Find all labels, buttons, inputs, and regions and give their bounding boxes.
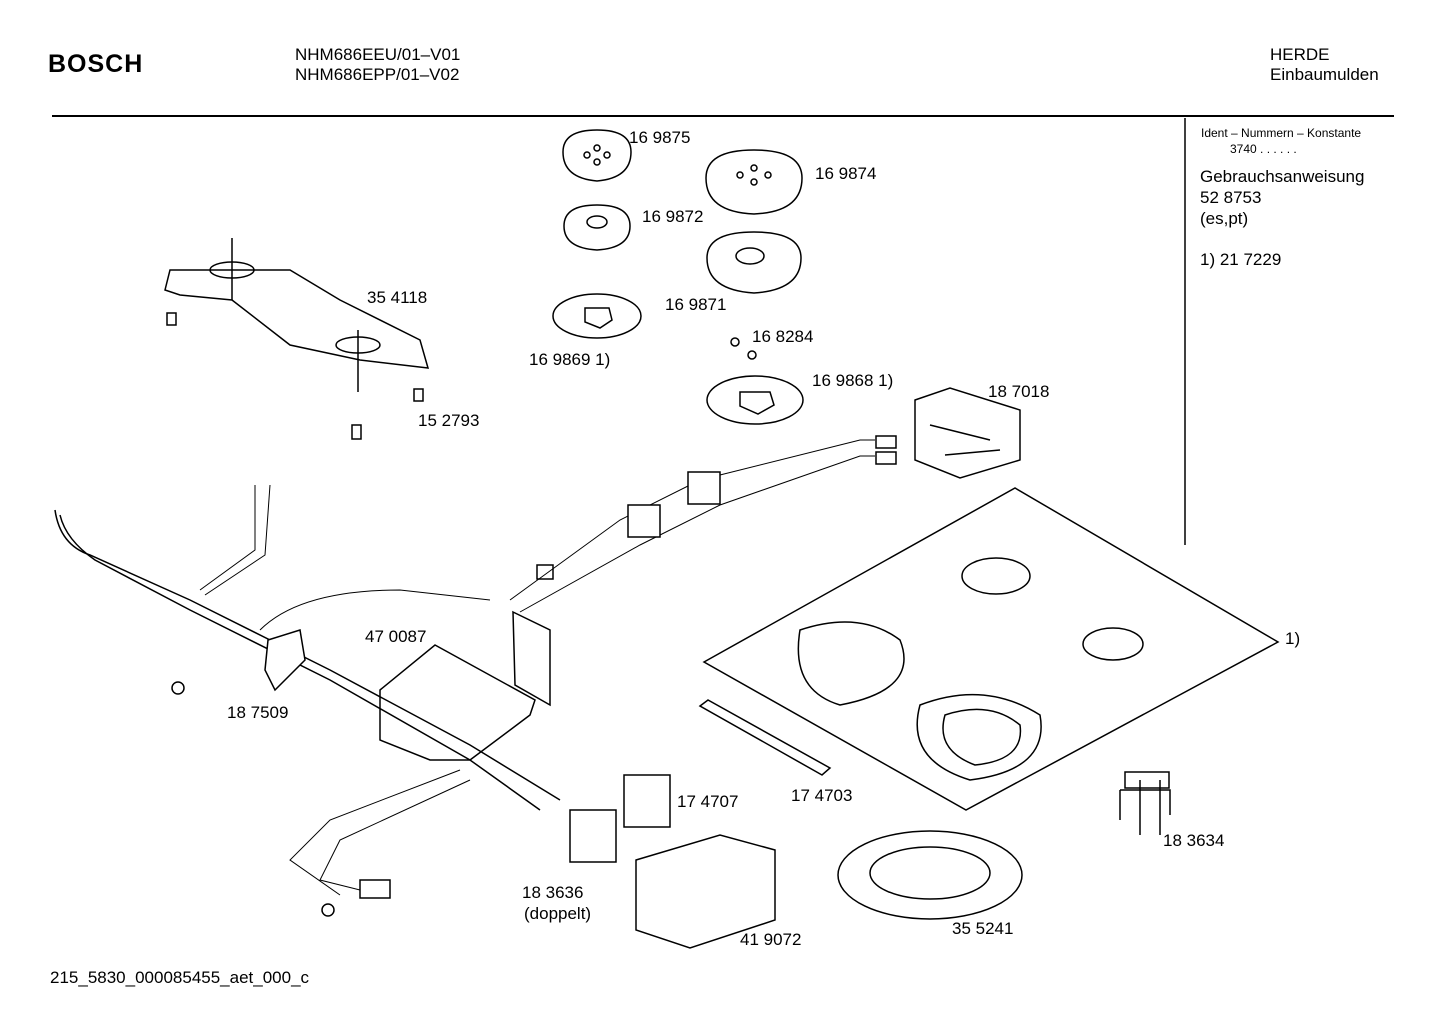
part-label: 1) bbox=[1285, 629, 1301, 648]
wiring-harness bbox=[319, 779, 471, 891]
burner-cap-large-icon bbox=[705, 149, 803, 215]
document-code: 215_5830_000085455_aet_000_c bbox=[50, 968, 310, 987]
manual-number: 52 8753 bbox=[1200, 188, 1262, 207]
ignition-switch-icon bbox=[627, 504, 661, 538]
part-label: 16 9871 bbox=[665, 295, 727, 314]
manual-language: (es,pt) bbox=[1200, 209, 1249, 228]
earth-terminal-icon bbox=[171, 681, 185, 695]
ignition-switch-icon bbox=[687, 471, 721, 505]
pan-support-icon bbox=[164, 238, 430, 440]
burner-plate-large-icon bbox=[706, 375, 804, 425]
cable-clamp-icon bbox=[264, 629, 306, 692]
category-subtitle: Einbaumulden bbox=[1270, 65, 1379, 84]
model-number-2: NHM686EPP/01–V02 bbox=[295, 65, 460, 84]
connector-icon bbox=[875, 451, 897, 465]
gas-valve-icon bbox=[623, 774, 671, 828]
glass-cooktop-icon bbox=[702, 487, 1280, 811]
ident-title: Ident – Nummern – Konstante bbox=[1201, 126, 1362, 140]
burner-plate-small-icon bbox=[552, 293, 642, 339]
brand-logo: BOSCH bbox=[48, 50, 144, 78]
earth-terminal-icon bbox=[321, 903, 335, 917]
model-number-1: NHM686EEU/01–V01 bbox=[295, 45, 461, 64]
burner-head-large-icon bbox=[706, 231, 802, 294]
part-label: 47 0087 bbox=[365, 627, 427, 646]
connector-icon bbox=[536, 564, 554, 580]
part-label: 35 4118 bbox=[367, 288, 428, 307]
burner-head-small-icon bbox=[563, 204, 631, 251]
part-label: 16 9874 bbox=[815, 164, 877, 183]
mounting-bracket-icon bbox=[635, 834, 776, 949]
footnote-part: 1) 21 7229 bbox=[1200, 250, 1282, 269]
spark-plug-icon bbox=[730, 337, 740, 347]
support-bracket-icon bbox=[512, 610, 551, 707]
burner-cap-small-icon bbox=[562, 129, 632, 182]
wiring-harness bbox=[289, 769, 461, 896]
spark-plug-icon bbox=[747, 350, 757, 360]
wiring-harness bbox=[54, 509, 561, 801]
thermocouple-clip-icon bbox=[1119, 771, 1171, 835]
part-label: 16 9875 bbox=[629, 128, 691, 147]
control-module-icon bbox=[914, 387, 1021, 479]
part-label: 41 9072 bbox=[740, 930, 802, 949]
seal-strip-icon bbox=[698, 699, 832, 776]
part-label: 16 9868 1) bbox=[812, 371, 894, 390]
gas-valve-icon bbox=[569, 809, 617, 863]
part-label: 18 7018 bbox=[988, 382, 1050, 401]
wiring-harness bbox=[259, 589, 491, 631]
part-label: 17 4707 bbox=[677, 792, 739, 811]
terminal-block-icon bbox=[359, 879, 391, 899]
part-label: 16 9869 1) bbox=[529, 350, 611, 369]
part-label: 35 5241 bbox=[952, 919, 1014, 938]
part-label: (doppelt) bbox=[524, 904, 592, 923]
harness-bracket-icon bbox=[379, 644, 536, 761]
wiring-harness bbox=[199, 485, 256, 591]
part-label: 17 4703 bbox=[791, 786, 853, 805]
gasket-ring-icon bbox=[837, 830, 1023, 920]
wiring-harness bbox=[204, 484, 271, 596]
ident-value: 3740 . . . . . . bbox=[1230, 142, 1297, 156]
connector-icon bbox=[875, 435, 897, 449]
part-label: 16 9872 bbox=[642, 207, 704, 226]
ignition-wire bbox=[509, 439, 875, 601]
part-label: 15 2793 bbox=[418, 411, 480, 430]
part-label: 16 8284 bbox=[752, 327, 814, 346]
manual-title: Gebrauchsanweisung bbox=[1200, 167, 1365, 186]
part-label: 18 7509 bbox=[227, 703, 289, 722]
part-label: 18 3634 bbox=[1163, 831, 1225, 850]
category-title: HERDE bbox=[1270, 45, 1330, 64]
part-label: 18 3636 bbox=[522, 883, 584, 902]
ignition-wire bbox=[519, 455, 875, 613]
